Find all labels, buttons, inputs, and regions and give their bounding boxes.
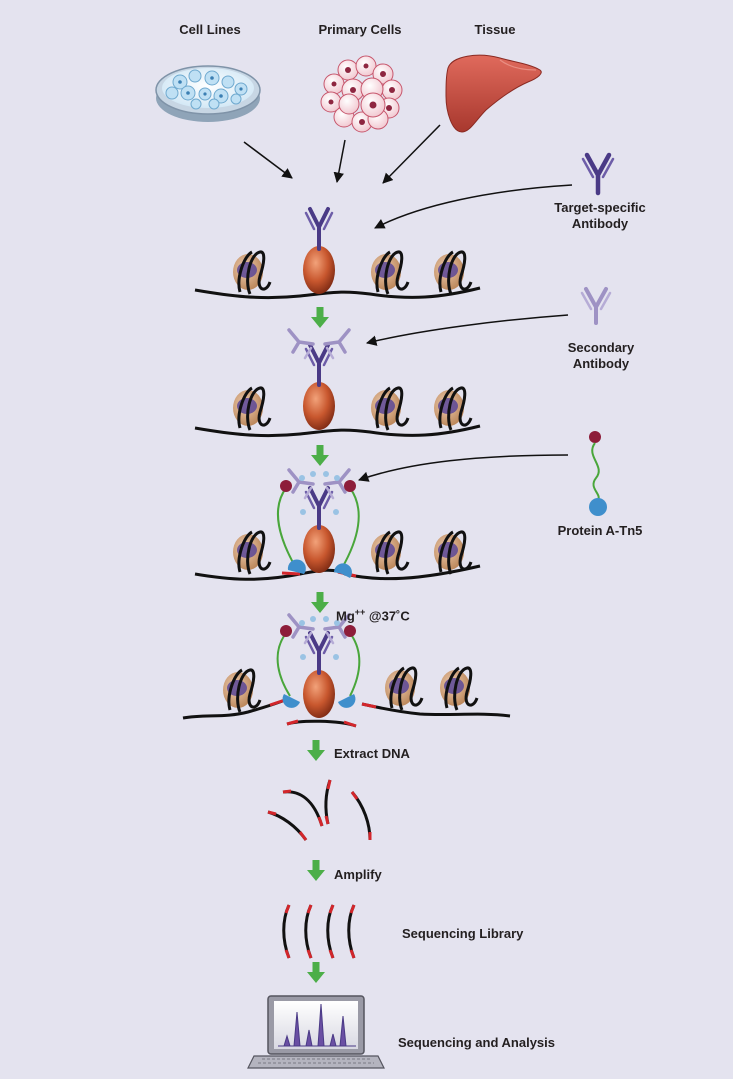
cell-lines-dish-icon	[155, 65, 261, 122]
target-specific-antibody-label: Target-specific Antibody	[540, 200, 660, 232]
secondary-antibody-icon	[580, 287, 612, 325]
target-specific-antibody-icon	[581, 152, 615, 196]
reagent-arrows	[358, 184, 573, 482]
activation-condition-label: Mg++ @37˚C	[336, 604, 410, 624]
stage-3-tn5-binding	[194, 468, 481, 581]
extract-dna-label: Extract DNA	[334, 746, 410, 761]
target-specific-label-line-2: Antibody	[571, 216, 629, 231]
sequencing-and-analysis-label: Sequencing and Analysis	[398, 1035, 556, 1050]
activation-ion: Mg	[336, 608, 355, 624]
sequencing-library-label: Sequencing Library	[402, 926, 524, 941]
sequencing-library-fragments	[282, 904, 356, 959]
stage-1-antibody-binding	[194, 207, 481, 300]
secondary-label-line-2: Antibody	[572, 356, 630, 371]
cell-lines-label: Cell Lines	[179, 22, 241, 37]
stage-2-secondary-binding	[194, 328, 481, 438]
tissue-liver-icon	[445, 54, 542, 133]
laptop-analysis-icon	[247, 995, 385, 1069]
target-specific-label-line-1: Target-specific	[554, 200, 646, 215]
stage-4-tagmentation	[182, 613, 511, 728]
primary-cells-cluster-icon	[320, 55, 403, 133]
source-arrows	[243, 124, 441, 184]
primary-cells-label: Primary Cells	[318, 22, 402, 37]
secondary-antibody-label: Secondary Antibody	[546, 340, 656, 372]
secondary-label-line-1: Secondary	[567, 340, 635, 355]
activation-temperature: @37˚C	[368, 608, 410, 624]
amplify-label: Amplify	[334, 867, 382, 882]
activation-charge: ++	[354, 607, 366, 617]
released-dna-fragments	[267, 779, 372, 841]
protein-a-tn5-icon	[589, 431, 607, 516]
protein-a-tn5-label: Protein A-Tn5	[557, 523, 643, 538]
tissue-label: Tissue	[474, 22, 516, 37]
